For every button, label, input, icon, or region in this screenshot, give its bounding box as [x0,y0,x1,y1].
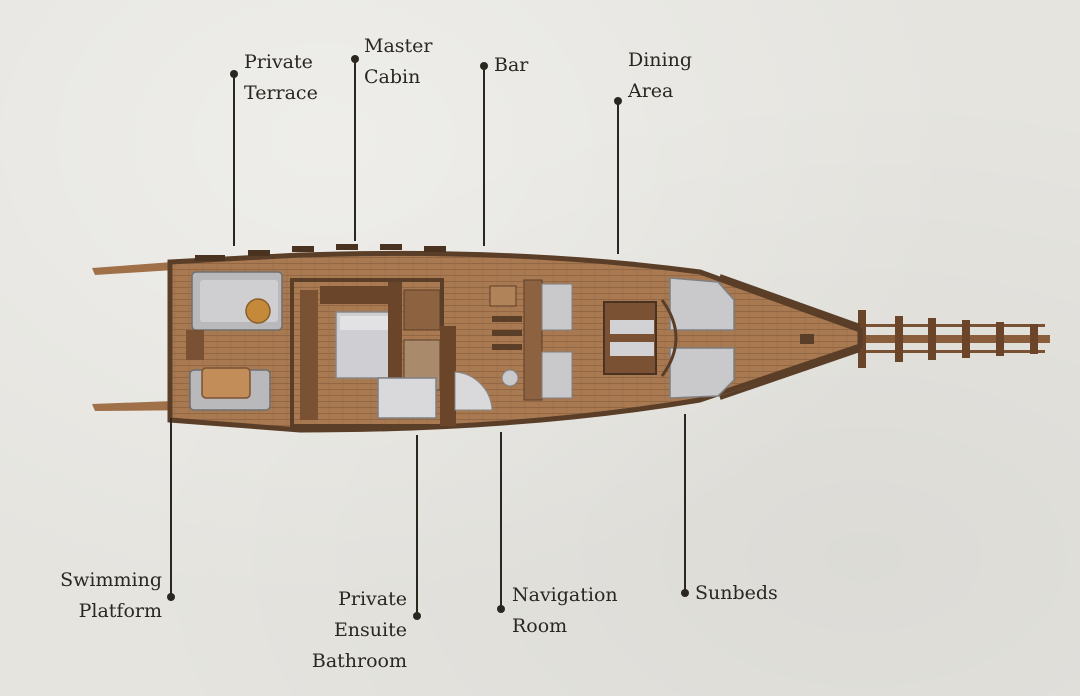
bow-deck [719,274,861,400]
roof-beams [195,244,446,261]
dining-table [603,301,657,375]
leader-private-ensuite-bathroom [416,435,418,615]
dot-private-ensuite-bathroom [413,612,421,620]
leader-master-cabin [354,59,356,241]
leader-dining-area [617,101,619,254]
dot-swimming-platform [167,593,175,601]
terrace-furniture [186,271,283,411]
leader-navigation-room [500,432,502,608]
label-sunbeds: Sunbeds [695,582,778,604]
sunbeds [660,277,735,399]
dot-navigation-room [497,605,505,613]
bar-area [489,279,573,401]
leader-swimming-platform [170,418,172,596]
leader-private-terrace [233,74,235,246]
bowsprit [855,310,1050,368]
master-cabin [290,278,444,428]
dot-sunbeds [681,589,689,597]
label-bar: Bar [494,54,529,76]
leader-sunbeds [684,414,686,592]
leader-bar [483,66,485,246]
bathroom [377,326,493,426]
